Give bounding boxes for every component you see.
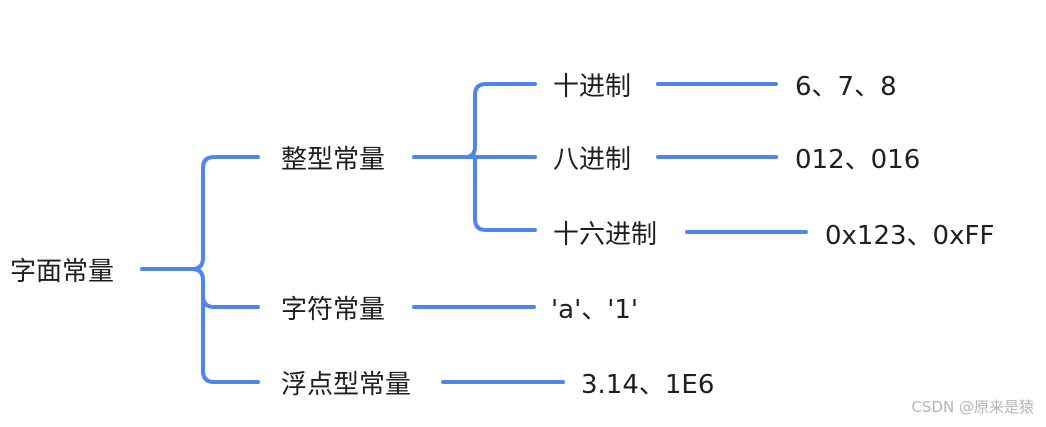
watermark-text: CSDN @原来是猿: [911, 398, 1034, 416]
connector-root-to-integer: [140, 155, 260, 271]
char-example: 'a'、'1': [551, 295, 638, 325]
connector-integer-to-decimal: [412, 82, 537, 159]
decimal-example: 6、7、8: [795, 72, 897, 102]
connector-integer-to-hex: [473, 155, 537, 232]
char-node-label: 字符常量: [281, 295, 385, 325]
float-example: 3.14、1E6: [581, 370, 714, 400]
octal-example: 012、016: [795, 145, 920, 175]
integer-node-label: 整型常量: [281, 145, 385, 175]
decimal-node-label: 十进制: [553, 72, 631, 102]
float-node-label: 浮点型常量: [281, 370, 411, 400]
hex-example: 0x123、0xFF: [825, 221, 994, 251]
connector-root-to-float: [201, 294, 260, 384]
root-node-label: 字面常量: [10, 257, 114, 287]
octal-node-label: 八进制: [553, 145, 631, 175]
hex-node-label: 十六进制: [553, 220, 657, 250]
